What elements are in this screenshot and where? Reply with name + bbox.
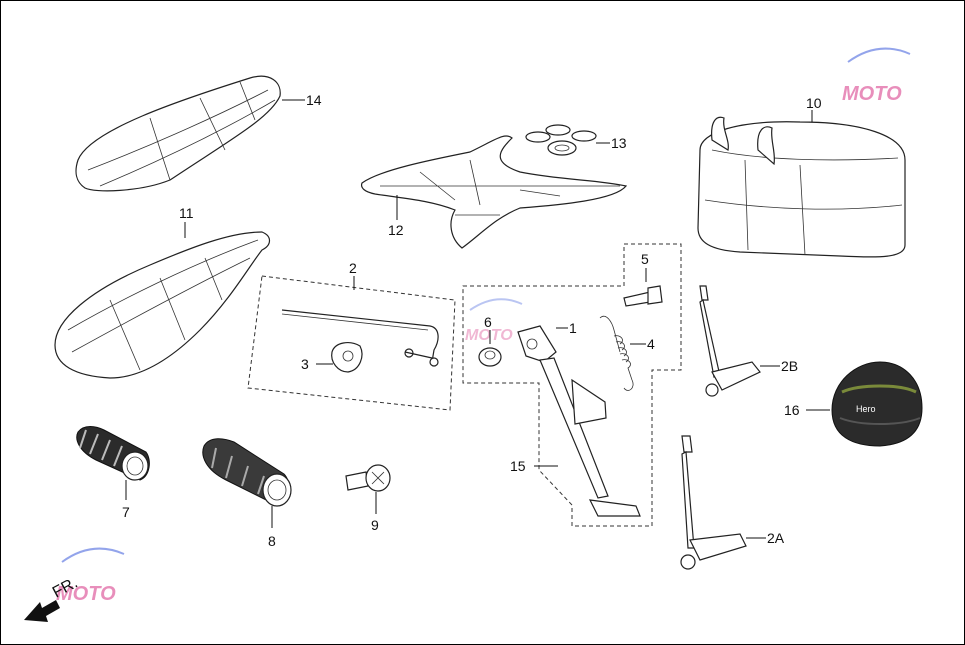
- watermark-text: MOTO: [842, 83, 902, 105]
- part-5-bolt: 5: [623, 251, 663, 307]
- label-2b: 2B: [781, 358, 798, 374]
- label-9: 9: [371, 517, 379, 533]
- label-12: 12: [388, 222, 404, 238]
- part-9-bolt: 9: [345, 464, 391, 533]
- label-6: 6: [484, 314, 492, 330]
- label-15: 15: [510, 458, 526, 474]
- part-2-cable: 2: [281, 260, 439, 367]
- part-10-seat-cover: 10: [697, 95, 906, 258]
- label-8: 8: [268, 533, 276, 549]
- part-11-seat: 11: [54, 205, 271, 379]
- part-15-stand-assembly-label: 15: [510, 458, 558, 474]
- part-13-grommets: 13: [525, 124, 627, 156]
- label-14: 14: [306, 92, 322, 108]
- part-2a-lever: 2A: [680, 435, 785, 570]
- part-12-floor-panel: 12: [360, 135, 628, 249]
- part-3-cam: 3: [301, 342, 363, 373]
- part-2b-lever: 2B: [699, 285, 798, 397]
- label-13: 13: [611, 135, 627, 151]
- watermark-bottom-left: MOTO: [56, 547, 125, 605]
- part-14-seat: 14: [75, 75, 322, 192]
- label-4: 4: [647, 336, 655, 352]
- label-5: 5: [641, 251, 649, 267]
- label-7: 7: [122, 504, 130, 520]
- part-4-spring: 4: [599, 315, 655, 391]
- watermark-top-right: MOTO: [842, 47, 911, 105]
- label-11: 11: [179, 205, 194, 221]
- watermark-center: MOTO: [465, 298, 523, 344]
- label-3: 3: [301, 356, 309, 372]
- watermark-text: MOTO: [56, 583, 116, 605]
- label-2: 2: [349, 260, 357, 276]
- group-box-2-3: [247, 275, 456, 411]
- group-box-stand: [462, 243, 682, 527]
- label-2a: 2A: [767, 530, 785, 546]
- part-1-side-stand: 1: [517, 320, 641, 517]
- label-10: 10: [806, 95, 822, 111]
- part-8-grip: 8: [202, 438, 292, 549]
- part-6-nut: 6: [478, 314, 502, 367]
- part-7-grip: 7: [76, 426, 150, 520]
- watermark-text: MOTO: [465, 327, 513, 344]
- label-1: 1: [569, 320, 577, 336]
- label-16: 16: [784, 402, 800, 418]
- part-16-helmet: Hero 16: [784, 361, 923, 447]
- helmet-brand-text: Hero: [856, 404, 876, 414]
